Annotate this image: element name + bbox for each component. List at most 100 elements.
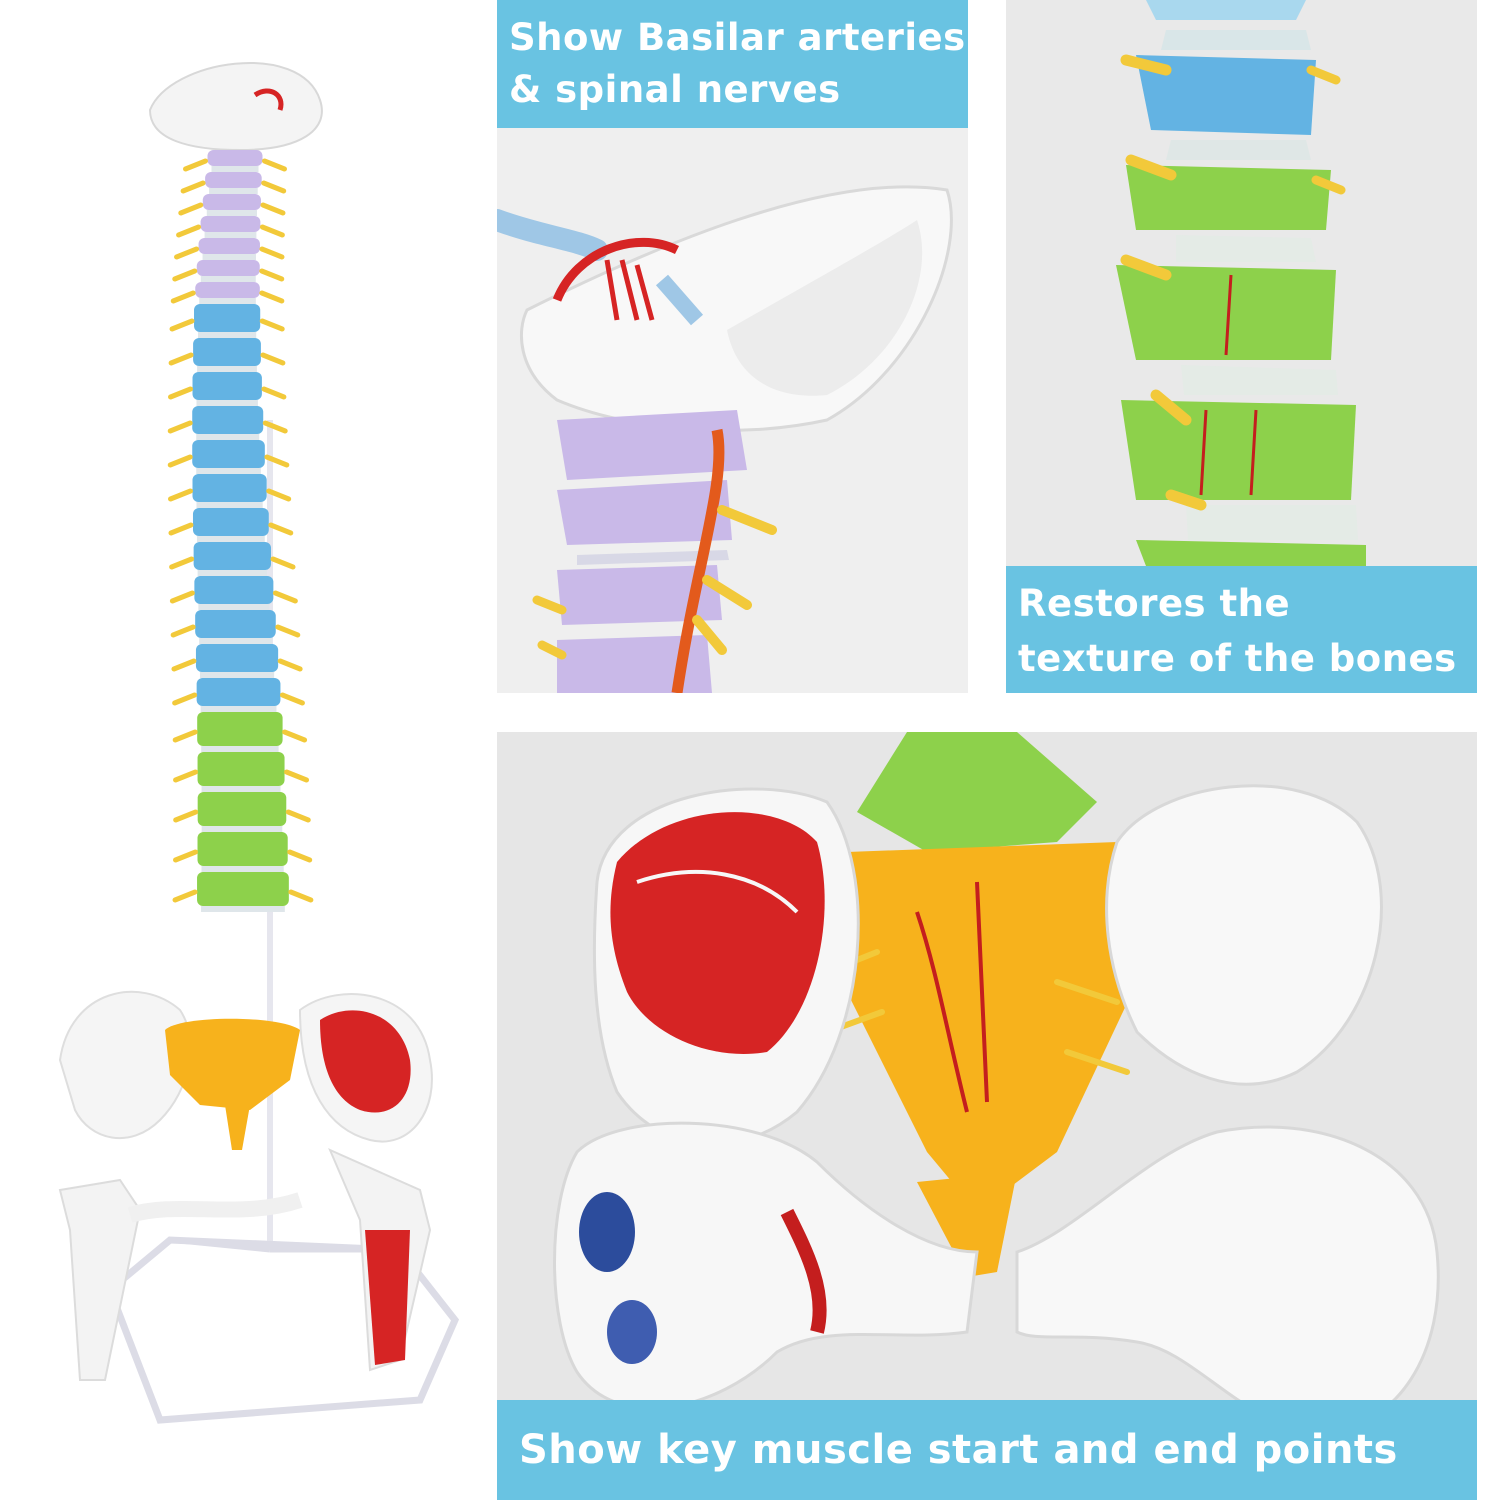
spinal-nerve bbox=[262, 158, 287, 172]
spinal-nerve bbox=[260, 352, 286, 366]
spinal-nerve bbox=[259, 290, 285, 304]
vertebra bbox=[193, 542, 272, 570]
spinal-nerve bbox=[168, 522, 194, 536]
intervertebral-disc bbox=[201, 786, 281, 792]
vertebra bbox=[192, 372, 262, 400]
spinal-nerve bbox=[277, 658, 303, 672]
texture-caption: Restores the texture of the bones bbox=[1006, 566, 1477, 693]
spinal-nerve bbox=[174, 246, 200, 260]
spinal-nerve bbox=[259, 224, 285, 238]
intervertebral-disc bbox=[209, 188, 258, 194]
texture-closeup-panel: Restores the texture of the bones bbox=[1006, 0, 1477, 693]
spinal-nerve bbox=[282, 729, 308, 743]
spinal-nerve bbox=[259, 246, 285, 260]
spinal-nerve bbox=[275, 624, 301, 638]
intervertebral-disc bbox=[196, 400, 258, 406]
spinal-nerve bbox=[173, 769, 199, 783]
spinal-nerve bbox=[279, 692, 305, 706]
spinal-nerve bbox=[172, 889, 198, 903]
vertebra bbox=[192, 508, 269, 536]
intervertebral-disc bbox=[211, 166, 259, 172]
spinal-nerve bbox=[170, 290, 196, 304]
vertebra bbox=[207, 150, 263, 166]
spinal-nerve bbox=[264, 454, 290, 468]
spinal-nerve bbox=[178, 202, 204, 216]
vertebra bbox=[192, 474, 267, 502]
muscle-caption: Show key muscle start and end points bbox=[497, 1400, 1477, 1500]
vertebra bbox=[197, 712, 283, 746]
vertebra bbox=[194, 304, 261, 332]
spinal-nerve bbox=[270, 556, 296, 570]
intervertebral-disc bbox=[201, 826, 283, 832]
intervertebral-disc bbox=[200, 706, 277, 712]
spinal-nerve bbox=[268, 522, 294, 536]
spinal-nerve bbox=[260, 202, 286, 216]
vertebra bbox=[196, 260, 260, 276]
intervertebral-disc bbox=[200, 276, 256, 282]
arteries-caption-line1: Show Basilar arteries bbox=[509, 16, 966, 59]
spinal-nerve bbox=[170, 624, 196, 638]
intervertebral-disc bbox=[199, 638, 272, 644]
spinal-nerve bbox=[172, 268, 198, 282]
intervertebral-disc bbox=[197, 570, 268, 576]
spinal-nerve bbox=[266, 488, 292, 502]
vertebra bbox=[197, 832, 288, 866]
spinal-nerve bbox=[176, 224, 202, 238]
spinal-nerve bbox=[167, 454, 193, 468]
spinal-nerve bbox=[169, 318, 195, 332]
vertebra bbox=[198, 238, 260, 254]
spinal-nerve bbox=[261, 180, 287, 194]
spinal-nerve bbox=[272, 590, 298, 604]
arteries-caption: Show Basilar arteries & spinal nerves bbox=[497, 0, 968, 128]
spinal-nerve bbox=[259, 318, 285, 332]
vertebra bbox=[196, 678, 281, 706]
intervertebral-disc bbox=[196, 468, 261, 474]
spinal-nerve bbox=[285, 809, 311, 823]
intervertebral-disc bbox=[201, 746, 279, 752]
spinal-nerve bbox=[169, 590, 195, 604]
spinal-nerve bbox=[171, 658, 197, 672]
intervertebral-disc bbox=[201, 906, 285, 912]
intervertebral-disc bbox=[206, 210, 257, 216]
pelvis-closeup-panel: Show key muscle start and end points bbox=[497, 732, 1477, 1500]
vertebra bbox=[197, 752, 285, 786]
spinal-nerve bbox=[172, 692, 198, 706]
spinal-nerve bbox=[180, 180, 206, 194]
intervertebral-disc bbox=[198, 604, 270, 610]
vertebra bbox=[197, 872, 289, 906]
spinal-nerve bbox=[183, 158, 208, 172]
vertebra bbox=[205, 172, 262, 188]
vertebra bbox=[195, 282, 260, 298]
spinal-nerve bbox=[173, 809, 199, 823]
spinal-nerve bbox=[167, 488, 193, 502]
intervertebral-disc bbox=[198, 332, 257, 338]
spinal-nerve bbox=[168, 352, 194, 366]
intervertebral-disc bbox=[199, 298, 256, 304]
arteries-caption-line2: & spinal nerves bbox=[509, 68, 841, 111]
intervertebral-disc bbox=[202, 254, 256, 260]
spinal-nerve bbox=[287, 849, 313, 863]
vertebra bbox=[192, 406, 264, 434]
spinal-nerve bbox=[172, 729, 198, 743]
intervertebral-disc bbox=[197, 366, 257, 372]
vertebra bbox=[197, 792, 287, 826]
vertebra bbox=[195, 610, 276, 638]
intervertebral-disc bbox=[204, 232, 257, 238]
intervertebral-disc bbox=[196, 536, 265, 542]
vertebra bbox=[195, 644, 279, 672]
texture-caption-line2: texture of the bones bbox=[1018, 637, 1457, 680]
muscle-caption-text: Show key muscle start and end points bbox=[519, 1427, 1398, 1473]
spine-model-panel bbox=[0, 0, 490, 1500]
spinal-nerve bbox=[167, 420, 193, 434]
spinal-nerve bbox=[173, 849, 199, 863]
spinal-nerve bbox=[259, 268, 285, 282]
intervertebral-disc bbox=[201, 866, 284, 872]
texture-caption-line1: Restores the bbox=[1018, 582, 1291, 625]
spinal-nerve bbox=[168, 386, 194, 400]
spinal-nerve bbox=[261, 386, 287, 400]
vertebra bbox=[193, 338, 261, 366]
intervertebral-disc bbox=[196, 434, 260, 440]
intervertebral-disc bbox=[199, 672, 275, 678]
vertebra bbox=[202, 194, 261, 210]
pelvis-closeup-image bbox=[497, 732, 1477, 1500]
